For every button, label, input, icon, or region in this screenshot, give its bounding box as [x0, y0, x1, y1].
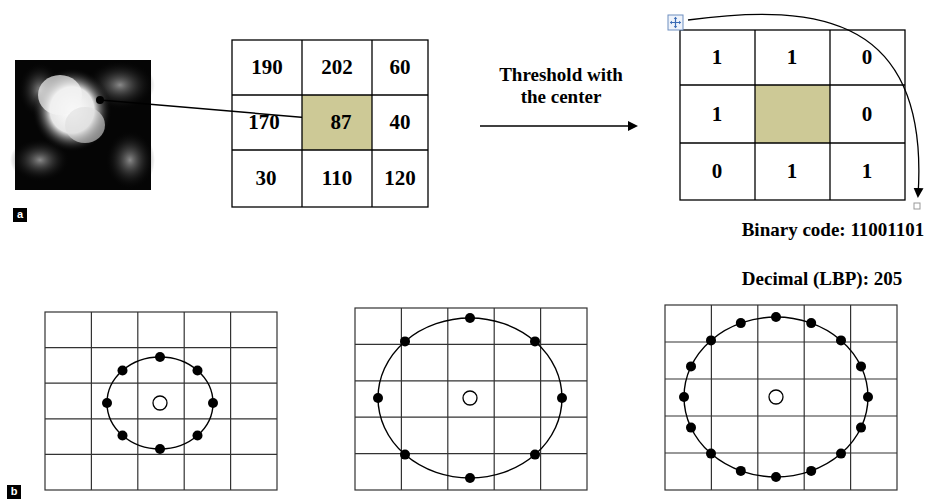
resize-handle	[914, 203, 920, 209]
pixel-value: 110	[322, 166, 352, 190]
pixel-value: 30	[256, 166, 277, 190]
reading-order-arrow	[688, 14, 919, 196]
binary-grid	[680, 30, 905, 200]
pixel-value: 170	[248, 110, 280, 134]
pixel-value: 87	[331, 110, 352, 134]
pixel-grid	[232, 40, 428, 207]
sampling-circle	[107, 317, 868, 478]
result-text: Decimal (LBP): 205	[742, 268, 902, 290]
panel-letter: b	[7, 485, 22, 499]
binary-value: 1	[787, 159, 798, 183]
center-cell	[755, 85, 830, 143]
pixel-value: 40	[390, 110, 411, 134]
binary-value: 1	[712, 102, 723, 126]
pointer-arrow	[100, 100, 322, 119]
pixel-value: 190	[251, 55, 283, 79]
result-text: Binary code: 11001101	[742, 219, 925, 241]
pixel-value: 202	[321, 55, 353, 79]
sample-points	[102, 312, 873, 483]
move-icon	[668, 15, 683, 30]
pixel-value: 60	[390, 55, 411, 79]
binary-value: 0	[862, 45, 873, 69]
center-cell	[302, 95, 372, 150]
step-caption: Threshold with the center	[486, 64, 636, 108]
scan-image	[10, 60, 155, 190]
binary-value: 0	[862, 102, 873, 126]
binary-value: 1	[862, 159, 873, 183]
panel-letter: a	[13, 208, 27, 222]
threshold-arrow	[480, 125, 636, 127]
pixel-value: 120	[384, 166, 416, 190]
binary-value: 1	[787, 45, 798, 69]
neighbourhood-grid	[45, 305, 897, 490]
binary-value: 1	[712, 45, 723, 69]
binary-value: 0	[712, 159, 723, 183]
center-pixel	[153, 390, 783, 410]
